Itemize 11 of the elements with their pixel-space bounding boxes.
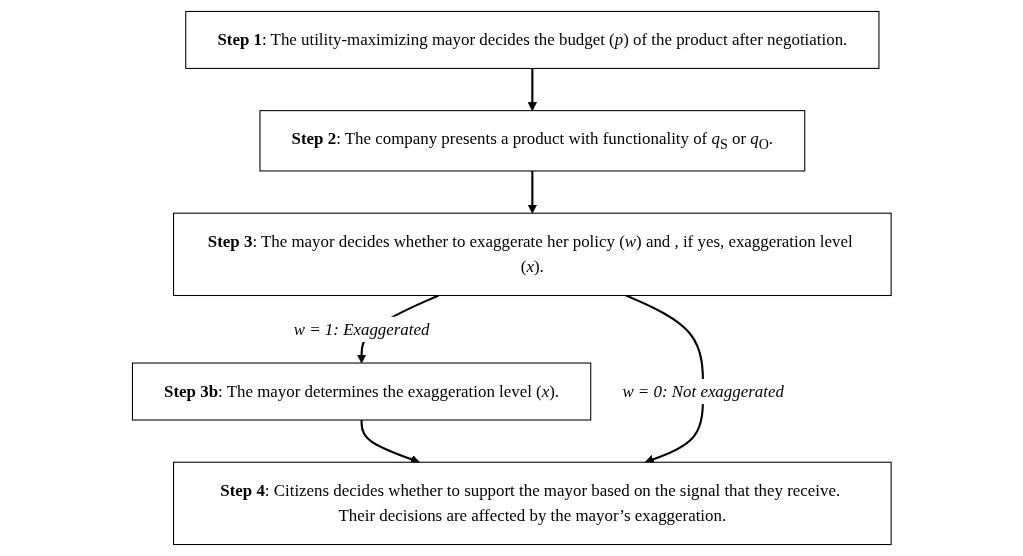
node-box: Step 2: The company presents a product with functionality of q$_{S}$ or q$_{O}$. <box>259 110 805 172</box>
node-box: Step 3b: The mayor determines the exaggeration level (x). <box>131 362 591 421</box>
node-box: Step 4: Citizens decides whether to support the mayor based on the signal that they receive. Their decisions are affected by the mayor’s exaggeration. <box>172 461 892 546</box>
edge-label: w = 0: Not exaggerated <box>622 382 784 400</box>
arrow <box>360 420 420 464</box>
node-box: Step 3: The mayor decides whether to exaggerate her policy (w) and , if yes, exaggeration level (x). <box>172 212 892 297</box>
edge-label: w = 1: Exaggerated <box>293 319 430 338</box>
node-box: Step 1: The utility-maximizing mayor decides the budget (p) of the product after negotiation. <box>184 10 880 69</box>
arrow <box>625 294 704 464</box>
arrow <box>527 68 537 112</box>
arrow <box>527 170 537 214</box>
